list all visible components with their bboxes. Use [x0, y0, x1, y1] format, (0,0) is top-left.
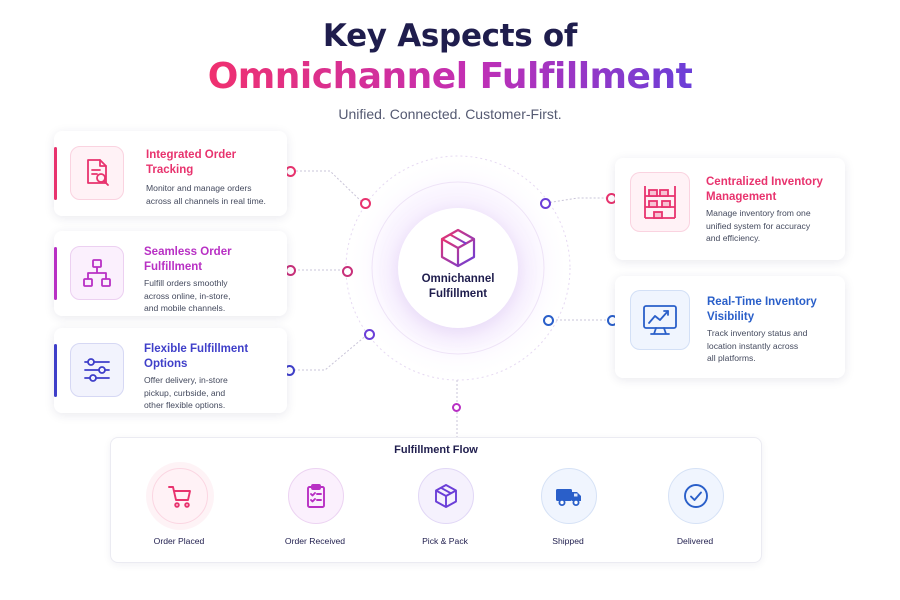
monitor-chart-icon — [630, 290, 690, 350]
step-label: Order Received — [284, 536, 346, 546]
step-order-placed — [152, 468, 208, 524]
card-flexible-fulfillment-options: Flexible Fulfillment Options Offer deliv… — [54, 328, 287, 413]
card-real-time-inventory-visibility: Real-Time Inventory Visibility Track inv… — [615, 276, 845, 378]
card-title: Real-Time Inventory Visibility — [707, 296, 817, 323]
page-title-line-1: Key Aspects of — [322, 18, 578, 54]
step-label: Pick & Pack — [422, 536, 468, 546]
flow-title: Fulfillment Flow — [394, 444, 478, 456]
clipboard-check-icon — [307, 484, 325, 508]
page-title-line-2: Omnichannel Fulfillment — [0, 56, 900, 97]
connector-dot — [540, 198, 551, 209]
card-integrated-order-tracking: Integrated Order Tracking Monitor and ma… — [54, 131, 287, 216]
step-label: Delivered — [676, 536, 714, 546]
truck-icon — [556, 489, 581, 506]
card-title: Flexible Fulfillment Options — [144, 343, 249, 370]
hub-circle — [398, 208, 518, 328]
card-seamless-order-fulfillment: Seamless Order Fulfillment Fulfill order… — [54, 231, 287, 316]
page-subtitle: Unified. Connected. Customer-First. — [338, 106, 562, 122]
document-search-icon — [70, 146, 124, 200]
network-icon — [70, 246, 124, 300]
step-order-received — [288, 468, 344, 524]
connector-dot — [342, 266, 353, 277]
card-title: Centralized Inventory Management — [706, 176, 823, 203]
card-description: Fulfill orders smoothly across online, i… — [144, 278, 231, 313]
page-title-gradient-text: Omnichannel Fulfillment — [207, 56, 693, 97]
cube-icon — [436, 226, 480, 270]
step-label: Order Placed — [153, 536, 205, 546]
hub-label: Omnichannel Fulfillment — [421, 273, 495, 300]
card-description: Manage inventory from one unified system… — [706, 208, 811, 243]
shelves-icon — [630, 172, 690, 232]
step-shipped — [541, 468, 597, 524]
card-description: Monitor and manage orders across all cha… — [146, 183, 266, 206]
card-description: Track inventory status and location inst… — [707, 328, 808, 363]
sliders-icon — [70, 343, 124, 397]
step-label: Shipped — [552, 536, 584, 546]
check-circle-icon — [684, 484, 708, 508]
card-description: Offer delivery, in-store pickup, curbsid… — [144, 375, 228, 410]
card-centralized-inventory-management: Centralized Inventory Management Manage … — [615, 158, 845, 260]
card-title: Integrated Order Tracking — [146, 149, 237, 176]
connector-dot — [452, 403, 461, 412]
box-icon — [435, 484, 457, 508]
step-pick-pack — [418, 468, 474, 524]
connector-dot — [543, 315, 554, 326]
connector-dot — [360, 198, 371, 209]
card-title: Seamless Order Fulfillment — [144, 246, 232, 273]
step-delivered — [668, 468, 724, 524]
connector-dot — [364, 329, 375, 340]
cart-icon — [168, 486, 191, 508]
